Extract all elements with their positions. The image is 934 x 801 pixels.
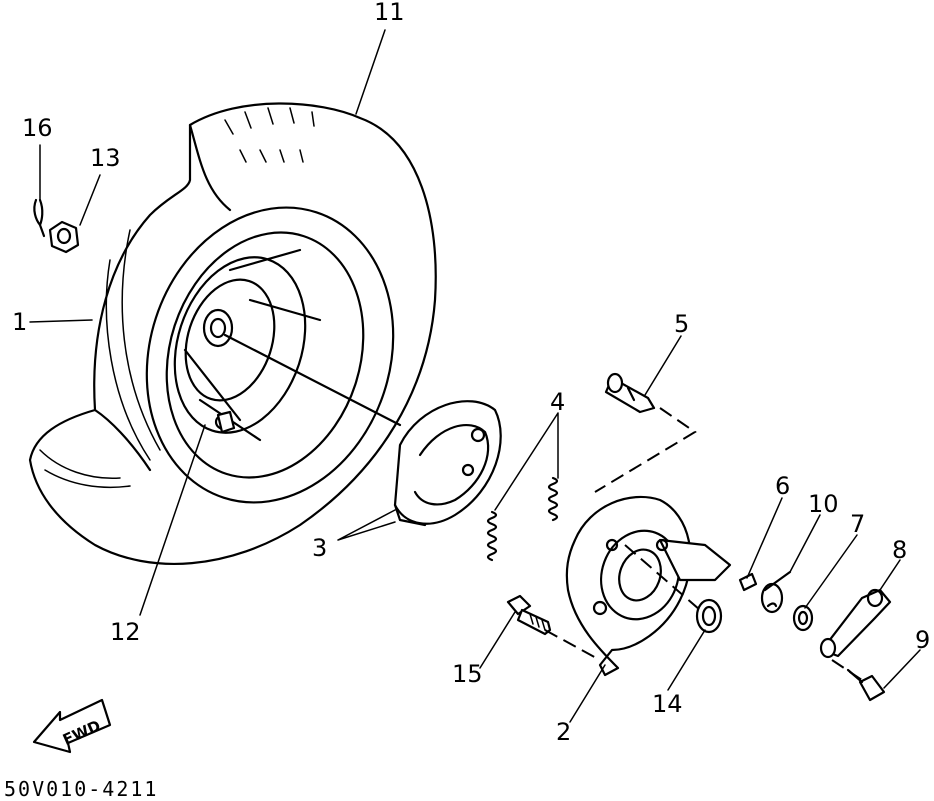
torsion-spring xyxy=(760,570,792,614)
brake-camshaft xyxy=(604,372,656,414)
camshaft-lever xyxy=(819,588,892,659)
callout-10: 10 xyxy=(808,490,839,518)
fwd-arrow: FWD xyxy=(32,698,112,754)
callout-11: 11 xyxy=(374,0,405,26)
valve xyxy=(216,410,236,434)
part-code: 50V010-4211 xyxy=(4,777,158,801)
callout-13: 13 xyxy=(90,144,121,172)
cotter-pin xyxy=(33,198,46,238)
callout-8: 8 xyxy=(892,536,907,564)
axle-nut xyxy=(48,220,80,254)
callout-6: 6 xyxy=(775,472,790,500)
callout-16: 16 xyxy=(22,114,53,142)
washer xyxy=(792,604,814,632)
oil-seal xyxy=(695,598,723,634)
callout-5: 5 xyxy=(674,310,689,338)
brake-shoe-kit xyxy=(393,400,502,527)
callout-4: 4 xyxy=(550,388,565,416)
callout-12: 12 xyxy=(110,618,141,646)
leader-lines xyxy=(29,29,921,723)
brake-shoe-plate xyxy=(565,495,732,677)
callout-1: 1 xyxy=(12,308,27,336)
assembly-lines xyxy=(223,333,863,681)
wheel-rim xyxy=(145,206,395,504)
callout-labels: 1 2 3 4 5 6 7 8 9 10 11 12 13 14 15 16 xyxy=(12,0,930,746)
callout-14: 14 xyxy=(652,690,683,718)
spring xyxy=(486,476,559,562)
flange-bolt xyxy=(506,594,552,636)
callout-15: 15 xyxy=(452,660,483,688)
callout-2: 2 xyxy=(556,718,571,746)
callout-9: 9 xyxy=(915,626,930,654)
callout-7: 7 xyxy=(850,510,865,538)
callout-3: 3 xyxy=(312,534,327,562)
